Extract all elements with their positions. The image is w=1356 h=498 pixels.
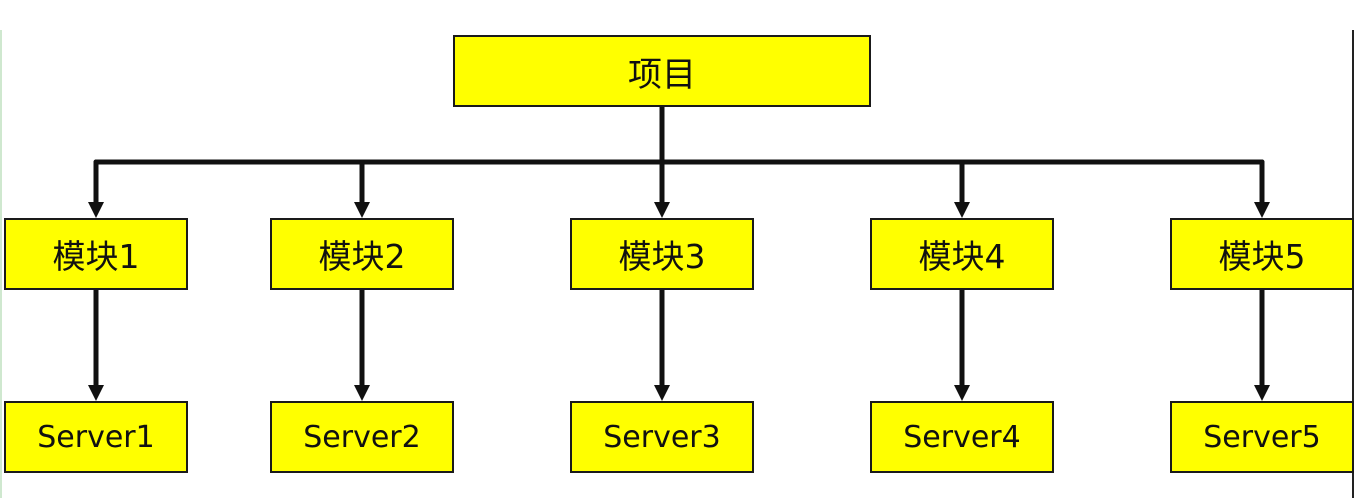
server-arrow-head: [654, 385, 670, 401]
module-arrow-head: [1254, 202, 1270, 218]
server-arrow-head: [954, 385, 970, 401]
module-arrow-head: [354, 202, 370, 218]
server-node-label: Server1: [37, 419, 155, 455]
module-node-4: 模块4: [870, 218, 1054, 290]
server-arrow-head: [1254, 385, 1270, 401]
module-arrow-head: [88, 202, 104, 218]
server-node-label: Server3: [603, 419, 721, 455]
module-node-label: 模块3: [618, 237, 706, 276]
root-node-label: 项目: [628, 54, 696, 95]
module-node-label: 模块4: [918, 237, 1006, 276]
server-node-1: Server1: [4, 401, 188, 473]
module-node-3: 模块3: [570, 218, 754, 290]
module-node-1: 模块1: [4, 218, 188, 290]
module-node-2: 模块2: [270, 218, 454, 290]
module-node-label: 模块5: [1218, 237, 1306, 276]
module-node-label: 模块1: [52, 237, 140, 276]
server-node-2: Server2: [270, 401, 454, 473]
server-node-label: Server4: [903, 419, 1021, 455]
server-arrow-head: [88, 385, 104, 401]
module-node-label: 模块2: [318, 237, 406, 276]
left-edge-border: [0, 30, 2, 498]
server-node-4: Server4: [870, 401, 1054, 473]
module-arrow-head: [954, 202, 970, 218]
server-node-label: Server5: [1203, 419, 1321, 455]
module-node-5: 模块5: [1170, 218, 1354, 290]
server-node-5: Server5: [1170, 401, 1354, 473]
module-arrow-head: [654, 202, 670, 218]
server-node-label: Server2: [303, 419, 421, 455]
server-node-3: Server3: [570, 401, 754, 473]
root-node-project: 项目: [453, 35, 871, 107]
server-arrow-head: [354, 385, 370, 401]
